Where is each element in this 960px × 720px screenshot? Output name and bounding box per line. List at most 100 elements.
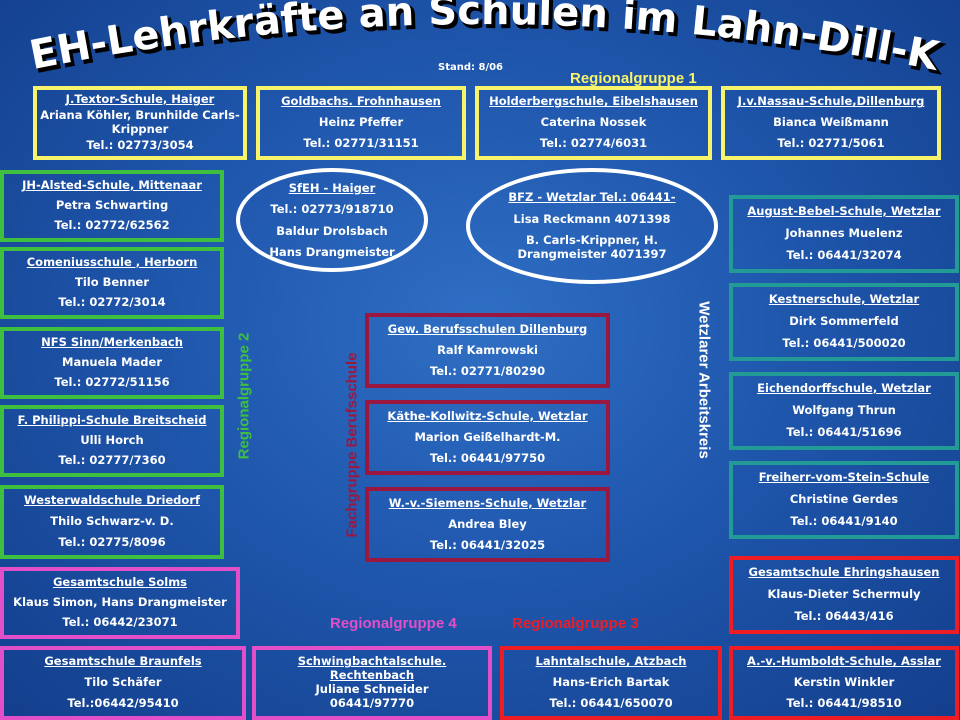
- school-name: W.-v.-Siemens-Schule, Wetzlar: [388, 495, 587, 510]
- school-contact: Johannes Muelenz: [785, 226, 903, 241]
- school-name: Gesamtschule Solms: [52, 575, 188, 590]
- school-box: August-Bebel-Schule, Wetzlar Johannes Mu…: [729, 195, 959, 273]
- school-box: J.Textor-Schule, Haiger Ariana Köhler, B…: [33, 86, 247, 160]
- school-box: Eichendorffschule, Wetzlar Wolfgang Thru…: [729, 372, 959, 450]
- title-graphic: Die EH-Lehrkräfte an Schulen im Lahn-Dil…: [0, 0, 948, 80]
- school-name: Lahntalschule, Atzbach: [535, 654, 687, 669]
- school-contact: Ulli Horch: [80, 433, 144, 448]
- school-contact: Manuela Mader: [62, 355, 162, 370]
- school-contact: Andrea Bley: [448, 516, 527, 531]
- school-phone: Tel.: 02777/7360: [58, 453, 166, 468]
- school-contact: Marion Geißelhardt-M.: [414, 429, 561, 444]
- school-box: F. Philippi-Schule Breitscheid Ulli Horc…: [0, 405, 224, 477]
- school-contact: Bianca Weißmann: [773, 115, 889, 130]
- school-phone: Tel.: 06441/32074: [786, 248, 902, 263]
- school-name: NFS Sinn/Merkenbach: [41, 335, 183, 350]
- oval-line: Baldur Drolsbach: [276, 223, 388, 238]
- oval-line: Lisa Reckmann 4071398: [513, 211, 671, 226]
- school-box: Freiherr-vom-Stein-Schule Christine Gerd…: [729, 461, 959, 539]
- school-box: Gesamtschule Braunfels Tilo Schäfer Tel.…: [0, 646, 246, 720]
- oval-line: Hans Drangmeister: [269, 244, 395, 259]
- school-box: W.-v.-Siemens-Schule, Wetzlar Andrea Ble…: [365, 487, 610, 562]
- school-phone: Tel.: 02772/51156: [54, 375, 170, 390]
- school-box: NFS Sinn/Merkenbach Manuela Mader Tel.: …: [0, 327, 224, 399]
- school-contact: Kerstin Winkler: [793, 675, 895, 690]
- school-name: J.v.Nassau-Schule,Dillenburg: [737, 94, 925, 109]
- school-box: Lahntalschule, Atzbach Hans-Erich Bartak…: [500, 646, 722, 720]
- school-name: August-Bebel-Schule, Wetzlar: [747, 204, 941, 219]
- school-phone: Tel.: 06441/98510: [786, 695, 902, 710]
- school-contact: Hans-Erich Bartak: [552, 675, 670, 690]
- oval-title: SfEH - Haiger: [288, 180, 376, 195]
- school-name: Käthe-Kollwitz-Schule, Wetzlar: [387, 408, 588, 423]
- school-name: JH-Alsted-Schule, Mittenaar: [22, 178, 202, 193]
- school-name: J.Textor-Schule, Haiger: [65, 92, 215, 107]
- school-box: Gesamtschule Ehringshausen Klaus-Dieter …: [729, 556, 959, 634]
- label-regional-4: Regionalgruppe 4: [330, 615, 457, 632]
- label-regional-1: Regionalgruppe 1: [570, 70, 697, 87]
- school-name: Freiherr-vom-Stein-Schule: [758, 470, 930, 485]
- school-contact: Klaus Simon, Hans Drangmeister: [13, 595, 227, 610]
- school-name: Westerwaldschule Driedorf: [24, 493, 200, 508]
- school-contact: Christine Gerdes: [789, 492, 899, 507]
- school-name: Comeniusschule , Herborn: [26, 255, 198, 270]
- school-contact: Klaus-Dieter Schermuly: [767, 587, 921, 602]
- bfz-oval: BFZ - Wetzlar Tel.: 06441- Lisa Reckmann…: [466, 168, 718, 284]
- school-phone: Tel.: 06441/97750: [429, 450, 546, 465]
- school-contact: Dirk Sommerfeld: [789, 314, 899, 329]
- school-contact: Thilo Schwarz-v. D.: [50, 514, 174, 529]
- school-phone: Tel.: 06441/51696: [786, 425, 902, 440]
- school-phone: Tel.: 02772/3014: [58, 295, 166, 310]
- school-name: Eichendorffschule, Wetzlar: [757, 381, 931, 396]
- school-contact: Ralf Kamrowski: [437, 342, 538, 357]
- school-box: Kestnerschule, Wetzlar Dirk Sommerfeld T…: [729, 283, 959, 361]
- school-name: Kestnerschule, Wetzlar: [768, 292, 920, 307]
- school-phone: Tel.: 06441/650070: [549, 695, 673, 710]
- school-box: J.v.Nassau-Schule,Dillenburg Bianca Weiß…: [721, 86, 941, 160]
- school-box: Gew. Berufsschulen Dillenburg Ralf Kamro…: [365, 313, 610, 388]
- school-contact: Ariana Köhler, Brunhilde Carls-Krippner: [40, 108, 240, 136]
- oval-title: BFZ - Wetzlar Tel.: 06441-: [508, 190, 676, 205]
- label-regional-3: Regionalgruppe 3: [512, 615, 639, 632]
- school-name: Gew. Berufsschulen Dillenburg: [387, 321, 588, 336]
- school-phone: Tel.: 02771/80290: [429, 363, 546, 378]
- school-phone: Tel.: 06441/32025: [429, 537, 546, 552]
- school-contact: Caterina Nossek: [540, 115, 647, 130]
- label-fachgruppe: Fachgruppe Berufsschule: [343, 352, 361, 538]
- school-phone: Tel.:06442/95410: [67, 695, 179, 710]
- school-contact: Tilo Benner: [74, 275, 150, 290]
- school-phone: Tel.: 06442/23071: [62, 615, 178, 630]
- school-phone: 06441/97770: [329, 695, 415, 710]
- page-title: Die EH-Lehrkräfte an Schulen im Lahn-Dil…: [0, 0, 960, 80]
- school-name: Gesamtschule Ehringshausen: [748, 565, 940, 580]
- school-name: Holderbergschule, Eibelshausen: [489, 94, 698, 109]
- school-box: Schwingbachtalschule. Rechtenbach Julian…: [252, 646, 492, 720]
- school-box: Käthe-Kollwitz-Schule, Wetzlar Marion Ge…: [365, 400, 610, 475]
- school-phone: Tel.: 06443/416: [794, 609, 894, 624]
- school-phone: Tel.: 02771/5061: [777, 135, 885, 150]
- school-contact: Tilo Schäfer: [84, 675, 162, 690]
- school-name: Gesamtschule Braunfels: [44, 654, 202, 669]
- school-contact: Heinz Pfeffer: [318, 115, 404, 130]
- oval-line: Tel.: 02773/918710: [270, 202, 394, 217]
- school-phone: Tel.: 02772/62562: [54, 218, 170, 233]
- school-box: Holderbergschule, Eibelshausen Caterina …: [475, 86, 712, 160]
- school-name: A.-v.-Humboldt-Schule, Asslar: [747, 654, 941, 669]
- school-phone: Tel.: 06441/9140: [790, 514, 898, 529]
- school-box: Westerwaldschule Driedorf Thilo Schwarz-…: [0, 485, 224, 559]
- school-phone: Tel.: 06441/500020: [782, 336, 906, 351]
- school-box: Comeniusschule , Herborn Tilo Benner Tel…: [0, 247, 224, 319]
- school-name: Schwingbachtalschule. Rechtenbach: [297, 654, 447, 683]
- school-box: A.-v.-Humboldt-Schule, Asslar Kerstin Wi…: [729, 646, 959, 720]
- oval-line: B. Carls-Krippner, H. Drangmeister 40713…: [517, 233, 667, 262]
- school-phone: Tel.: 02773/3054: [86, 138, 194, 153]
- school-name: Goldbachs. Frohnhausen: [281, 94, 441, 109]
- school-phone: Tel.: 02771/31151: [303, 135, 419, 150]
- school-box: Goldbachs. Frohnhausen Heinz Pfeffer Tel…: [256, 86, 466, 160]
- label-regional-2: Regionalgruppe 2: [235, 332, 253, 460]
- school-box: Gesamtschule Solms Klaus Simon, Hans Dra…: [0, 567, 240, 639]
- school-contact: Juliane Schneider: [315, 682, 429, 696]
- sfeh-oval: SfEH - Haiger Tel.: 02773/918710 Baldur …: [236, 168, 428, 272]
- school-box: JH-Alsted-Schule, Mittenaar Petra Schwar…: [0, 170, 224, 242]
- school-phone: Tel.: 02774/6031: [539, 135, 648, 150]
